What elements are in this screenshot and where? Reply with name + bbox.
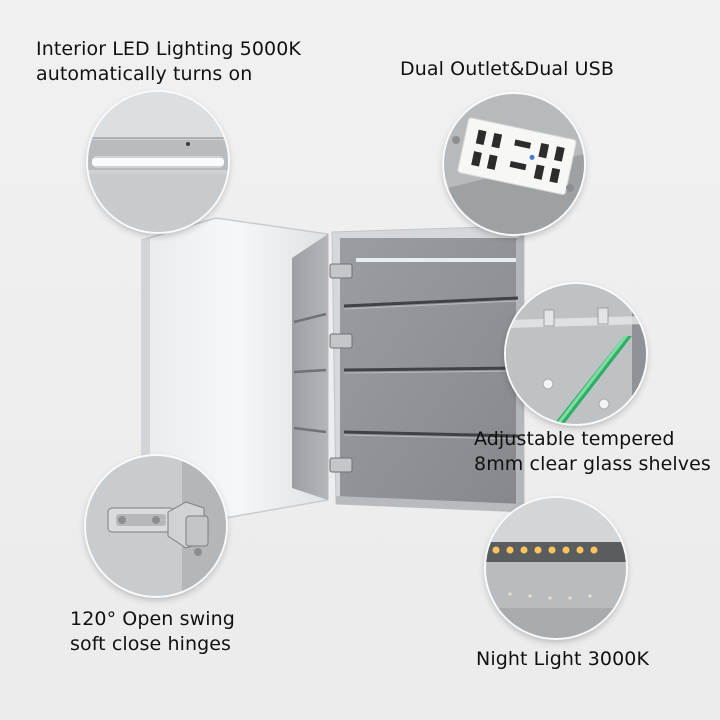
led-detail-photo [88,92,228,232]
outlet-feature-line1: Dual Outlet&Dual USB [400,58,614,80]
led-feature-line1: Interior LED Lighting 5000K [36,38,301,60]
hinges [329,263,353,473]
hinge-feature-line2: soft close hinges [70,633,232,655]
led-feature-label: Interior LED Lighting 5000K automaticall… [36,37,301,87]
outlet-detail-photo [444,94,584,234]
hinge-feature-line1: 120° Open swing [70,608,235,630]
outlet-feature-label: Dual Outlet&Dual USB [400,57,614,82]
led-feature-line2: automatically turns on [36,63,253,85]
hinge-feature-label: 120° Open swing soft close hinges [70,607,235,657]
glass-feature-line1: Adjustable tempered [474,428,675,450]
glass-shelf-detail-photo [506,284,646,424]
glass-shelves [343,296,519,440]
glass-feature-line2: 8mm clear glass shelves [474,453,711,475]
mirror-door [141,217,329,521]
night-light-detail-photo [486,498,626,638]
cabinet-body [329,225,525,513]
night-feature-line1: Night Light 3000K [476,648,650,670]
hinge-detail-photo [86,456,226,596]
night-feature-label: Night Light 3000K [476,647,649,672]
glass-feature-label: Adjustable tempered 8mm clear glass shel… [474,427,711,477]
